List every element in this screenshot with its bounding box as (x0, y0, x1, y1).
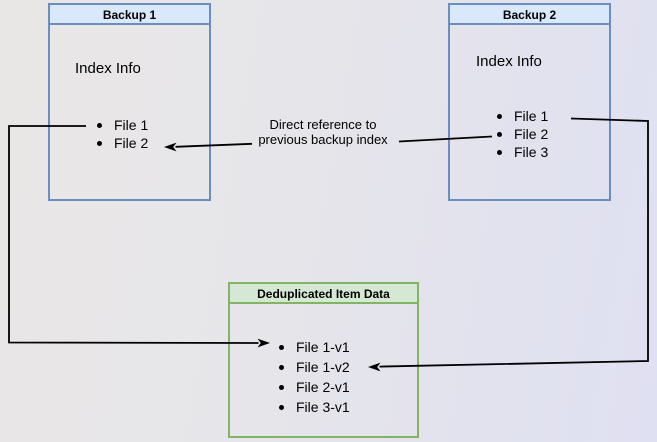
backup2-box: Backup 2 Index Info File 1 File 2 File 3 (448, 3, 611, 201)
edge-label-line1: Direct reference to (269, 117, 377, 132)
backup1-index-info-label: Index Info (75, 60, 141, 77)
list-item-label: File 1-v1 (296, 339, 350, 355)
list-item-label: File 3 (514, 144, 549, 160)
bullet-icon (279, 404, 284, 410)
list-item-label: File 1-v2 (296, 359, 350, 375)
list-item-label: File 3-v1 (296, 399, 350, 415)
bullet-icon (279, 344, 284, 350)
list-item-label: File 2 (514, 126, 549, 142)
list-item: File 1-v1 (278, 337, 350, 357)
bullet-icon (497, 149, 502, 155)
list-item: File 1 (96, 116, 148, 134)
backup2-index-info-label: Index Info (476, 53, 542, 70)
list-item: File 1 (496, 107, 548, 125)
bullet-icon (97, 140, 102, 146)
deduplicated-item-data-box: Deduplicated Item Data File 1-v1 File 1-… (228, 282, 419, 438)
bullet-icon (97, 122, 102, 128)
list-item-label: File 1 (514, 108, 549, 124)
bullet-icon (497, 113, 502, 119)
backup1-title: Backup 1 (50, 5, 209, 25)
backup2-title: Backup 2 (450, 5, 609, 25)
backup1-box: Backup 1 Index Info File 1 File 2 (48, 3, 211, 201)
dedup-title: Deduplicated Item Data (230, 284, 417, 304)
bullet-icon (497, 131, 502, 137)
list-item-label: File 2-v1 (296, 379, 350, 395)
edge-label-line2: previous backup index (258, 131, 388, 147)
list-item: File 3-v1 (278, 397, 350, 417)
backup2-file-list: File 1 File 2 File 3 (496, 107, 548, 161)
list-item: File 2-v1 (278, 377, 350, 397)
list-item: File 3 (496, 143, 548, 161)
list-item: File 2 (496, 125, 548, 143)
list-item-label: File 2 (114, 135, 149, 151)
list-item: File 2 (96, 134, 148, 152)
bullet-icon (279, 384, 284, 390)
bullet-icon (279, 364, 284, 370)
dedup-file-list: File 1-v1 File 1-v2 File 2-v1 File 3-v1 (278, 337, 350, 417)
edge-label-direct-reference: Direct reference to previous backup inde… (235, 117, 411, 147)
backup1-file-list: File 1 File 2 (96, 116, 148, 152)
list-item-label: File 1 (114, 117, 149, 133)
list-item: File 1-v2 (278, 357, 350, 377)
